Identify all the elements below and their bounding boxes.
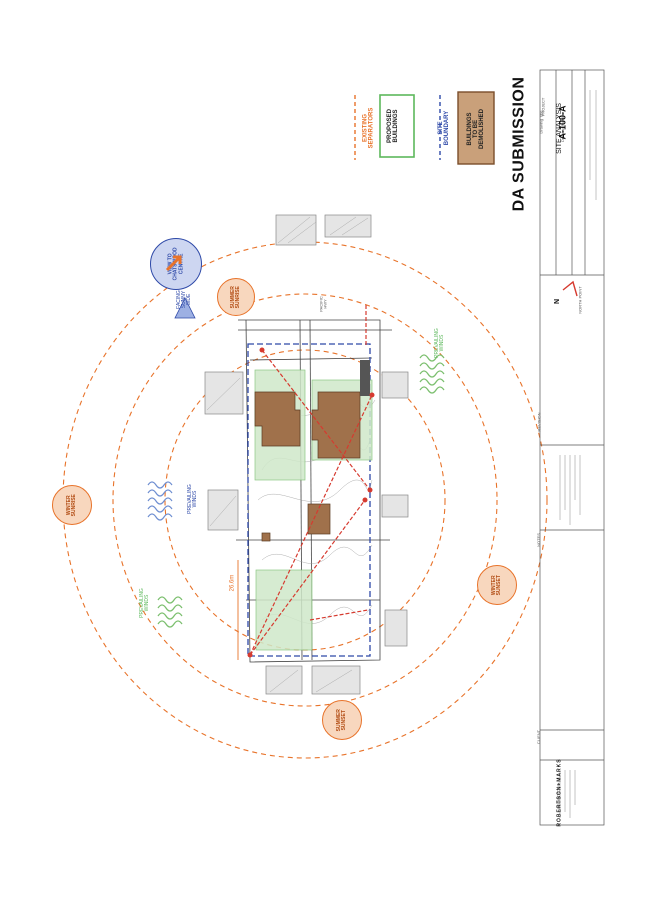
legend-proposed-buildings: PROPOSED BUILDINGS: [387, 108, 400, 144]
badge-summer-sunrise: SUMMER SUNRISE: [217, 278, 255, 316]
sun-path-rings: [62, 241, 548, 759]
badge-view-to-chatswood: VIEW TO CHATSWOOD CENTRE: [150, 238, 202, 290]
client-label: CLIENT: [536, 729, 542, 745]
north-arrow-icon: [562, 280, 578, 297]
legend-existing-separators: EXISTING SEPARATORS: [362, 107, 375, 149]
label-dimension: 26.6m: [229, 574, 236, 592]
label-prevailing-winds-mid: PREVAILING WINDS: [186, 484, 198, 514]
legend-site-boundary: SITE BOUNDARY: [438, 110, 451, 146]
badge-winter-sunset: WINTER SUNSET: [477, 565, 517, 605]
legend-symbols: [354, 91, 495, 165]
label-street: PACIFIC HWY: [318, 296, 328, 312]
label-prevailing-winds-top: PREVAILING WINDS: [433, 328, 445, 358]
firm-sub: ARCHITECTS: [555, 784, 561, 810]
project-label: PROJECT: [540, 97, 546, 117]
label-facing-sunny-side: FACING SUNNY SIDE: [175, 290, 192, 309]
legend-buildings-demolished: BUILDINGS TO BE DEMOLISHED: [467, 108, 486, 150]
da-submission-title: DA SUBMISSION: [510, 76, 528, 212]
label-prevailing-winds-left: PREVAILING WINDS: [138, 588, 150, 618]
revision-label: REVISION: [536, 412, 542, 432]
title-block-frame: [539, 69, 605, 826]
drawing-number: A-100-A: [557, 105, 568, 140]
north-point-label: N: [554, 298, 562, 305]
site-boundary: [247, 343, 371, 657]
north-point-text: NORTH POINT: [577, 286, 583, 314]
notes-label: NOTES: [535, 533, 541, 547]
badge-summer-sunset: SUMMER SUNSET: [322, 700, 362, 740]
view-arrow-icon: [165, 255, 182, 272]
wind-wave-icon: [157, 354, 445, 628]
wind-wave-icon-mid: [147, 481, 173, 521]
view-lines: [249, 305, 373, 656]
facing-triangle-icon: [174, 297, 196, 319]
badge-winter-sunrise: WINTER SUNRISE: [52, 485, 92, 525]
buildings-to-demolish: [254, 391, 361, 542]
